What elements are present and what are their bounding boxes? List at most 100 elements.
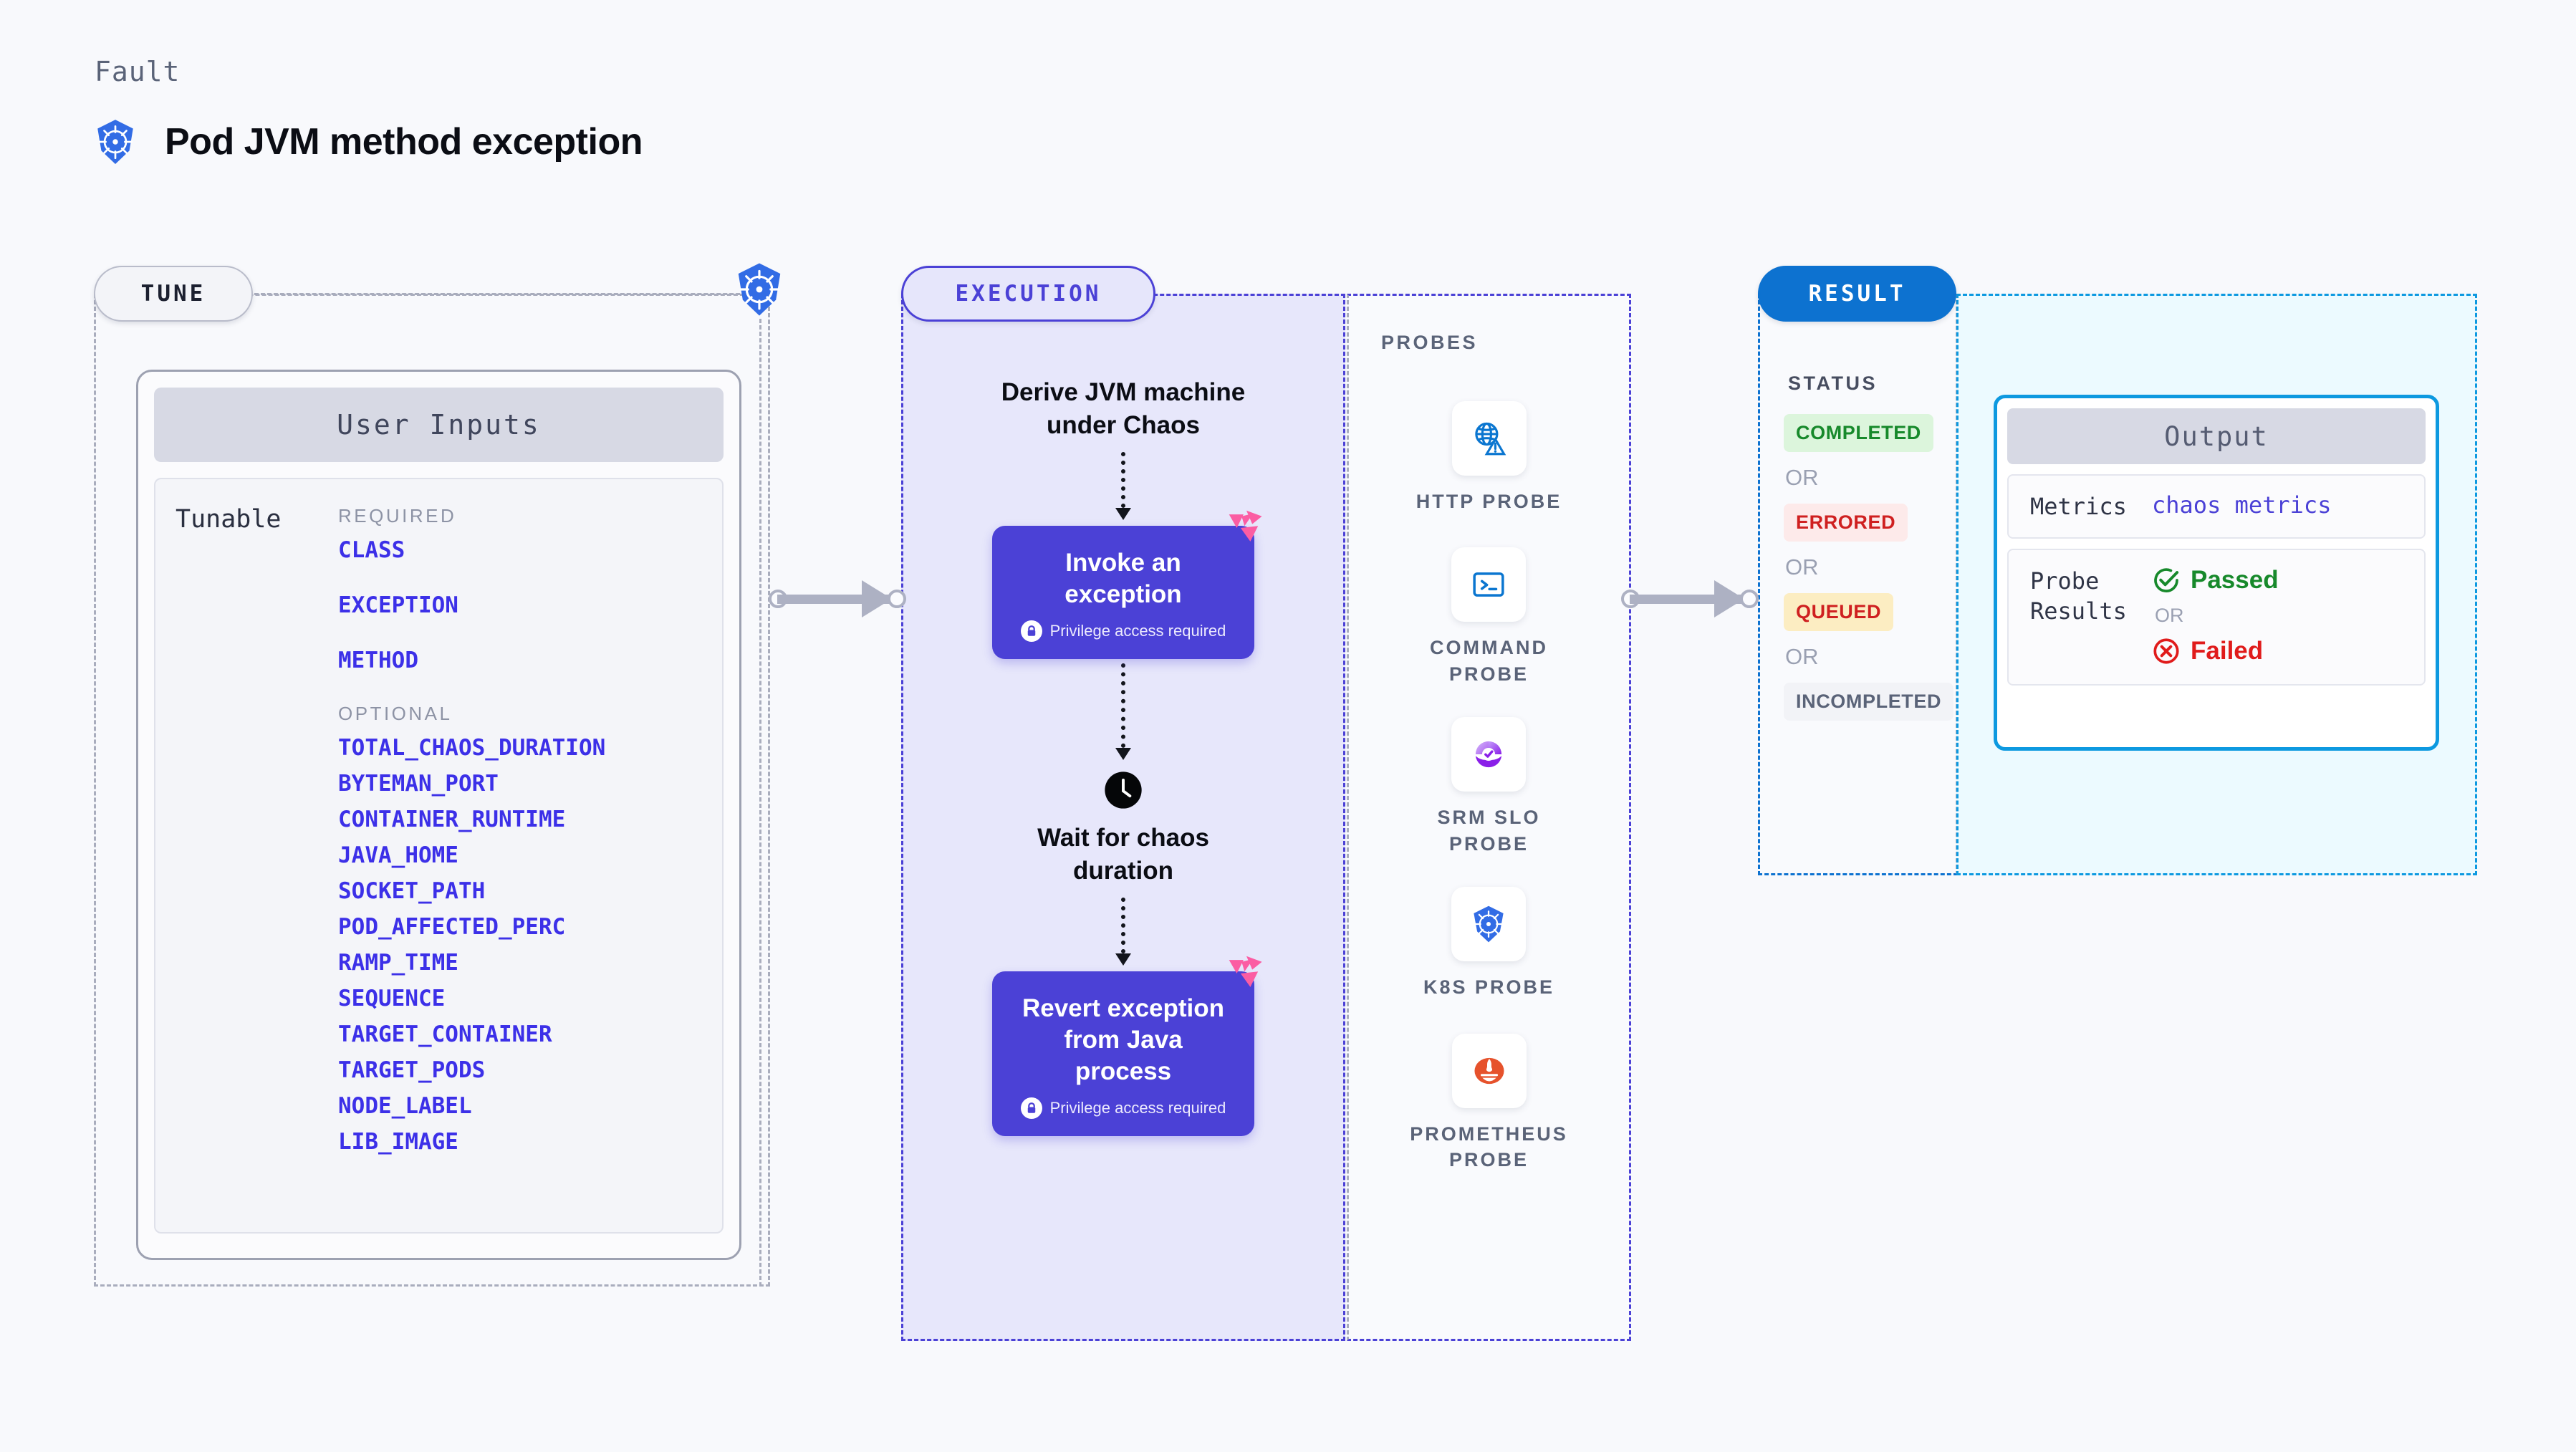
status-or: OR — [1785, 644, 1819, 669]
flow-dotted-line — [1121, 898, 1125, 954]
probe-tile[interactable] — [1451, 717, 1527, 792]
status-or: OR — [1785, 554, 1819, 580]
param-ramp-time[interactable]: RAMP_TIME — [338, 950, 458, 976]
clock-icon — [1105, 771, 1142, 809]
exec-card-subtitle: Privilege access required — [1017, 620, 1230, 642]
output-row-probe-results: Probe Results Passed OR Faile — [2007, 549, 2426, 686]
exec-step-derive-jvm: Derive JVM machine under Chaos — [1001, 378, 1246, 440]
flow-arrowhead — [1115, 953, 1131, 966]
lock-icon — [1020, 620, 1042, 642]
globe-warning-icon — [1474, 422, 1506, 456]
param-exception[interactable]: EXCEPTION — [338, 592, 458, 618]
user-inputs-card: User Inputs Tunable REQUIRED CLASS EXCEP… — [136, 370, 741, 1260]
flow-arrow-tune-to-execution — [769, 580, 906, 617]
user-inputs-body: Tunable REQUIRED CLASS EXCEPTION METHOD … — [154, 478, 724, 1234]
probe-item-k8s[interactable]: K8S PROBE — [1423, 887, 1554, 1000]
param-target-container[interactable]: TARGET_CONTAINER — [338, 1021, 552, 1047]
exec-card-title: Revert exception from Java process — [1022, 994, 1225, 1085]
probes-list: HTTP PROBE COMMAND PROBE — [1347, 372, 1631, 1173]
flow-arrowhead — [1115, 747, 1131, 760]
prometheus-icon — [1474, 1057, 1504, 1084]
required-group: REQUIRED CLASS EXCEPTION METHOD — [338, 505, 722, 673]
probe-results-values: Passed OR Failed — [2152, 566, 2424, 665]
fault-kicker: Fault — [95, 56, 181, 87]
check-circle-icon — [2154, 568, 2179, 593]
litmus-icon — [1229, 956, 1262, 988]
probe-tile[interactable] — [1451, 1033, 1527, 1108]
param-node-label[interactable]: NODE_LABEL — [338, 1093, 472, 1119]
param-pod-affected-perc[interactable]: POD_AFFECTED_PERC — [338, 914, 566, 940]
stage-pill-result[interactable]: RESULT — [1758, 266, 1956, 322]
probe-result-failed: Failed — [2152, 637, 2424, 665]
status-list: COMPLETED OR ERRORED OR QUEUED OR INCOMP… — [1784, 414, 1956, 721]
metrics-value[interactable]: chaos metrics — [2152, 491, 2332, 519]
status-badge-incompleted: INCOMPLETED — [1784, 683, 1954, 721]
status-label: STATUS — [1788, 372, 1878, 394]
metrics-label: Metrics — [2030, 493, 2127, 520]
exec-card-invoke-exception[interactable]: Invoke an exception Privilege access req… — [992, 511, 1262, 659]
probe-item-prometheus[interactable]: PROMETHEUS PROBE — [1410, 1033, 1568, 1173]
tune-connector-vertical — [759, 319, 761, 1287]
terminal-icon — [1473, 572, 1505, 597]
stage-pill-execution[interactable]: EXECUTION — [901, 266, 1155, 322]
flow-dotted-line — [1121, 452, 1125, 509]
tunable-label: Tunable — [176, 505, 282, 534]
param-target-pods[interactable]: TARGET_PODS — [338, 1057, 486, 1083]
optional-group: OPTIONAL TOTAL_CHAOS_DURATION BYTEMAN_PO… — [338, 703, 722, 1155]
user-inputs-header: User Inputs — [154, 388, 724, 462]
exec-card-title: Invoke an exception — [1064, 549, 1182, 609]
status-or: OR — [1785, 465, 1819, 490]
probe-results-label: Probe Results — [2030, 567, 2127, 625]
exec-card-sub-text: Privilege access required — [1049, 1098, 1226, 1117]
param-container-runtime[interactable]: CONTAINER_RUNTIME — [338, 807, 566, 832]
param-java-home[interactable]: JAVA_HOME — [338, 842, 458, 868]
param-socket-path[interactable]: SOCKET_PATH — [338, 878, 486, 904]
probe-name: K8S PROBE — [1423, 976, 1555, 999]
exec-step-wait-for-chaos: Wait for chaos duration — [1037, 823, 1209, 885]
flow-dotted-line — [1121, 663, 1125, 748]
probe-result-or: OR — [2155, 605, 2184, 627]
failed-label: Failed — [2191, 637, 2264, 665]
param-method[interactable]: METHOD — [338, 648, 418, 673]
srm-slo-gauge-icon — [1476, 741, 1502, 768]
stage-pill-tune[interactable]: TUNE — [94, 266, 253, 322]
exec-card-subtitle: Privilege access required — [1017, 1097, 1230, 1119]
param-lib-image[interactable]: LIB_IMAGE — [338, 1129, 458, 1155]
probe-item-command[interactable]: COMMAND PROBE — [1430, 547, 1548, 687]
execution-flow: Derive JVM machine under Chaos Invoke an… — [901, 294, 1345, 1341]
probes-label: PROBES — [1381, 332, 1479, 353]
kubernetes-icon — [738, 263, 781, 316]
probe-tile[interactable] — [1451, 887, 1527, 962]
required-group-label: REQUIRED — [338, 505, 457, 527]
param-class[interactable]: CLASS — [338, 537, 405, 563]
exec-card-sub-text: Privilege access required — [1049, 621, 1226, 640]
status-badge-errored: ERRORED — [1784, 504, 1908, 542]
probe-result-passed: Passed — [2152, 566, 2424, 595]
tune-connector-horizontal — [254, 293, 759, 295]
exec-card-revert-exception[interactable]: Revert exception from Java process Privi… — [992, 956, 1262, 1136]
param-total-chaos-duration[interactable]: TOTAL_CHAOS_DURATION — [338, 735, 606, 761]
probe-tile[interactable] — [1451, 401, 1527, 476]
probe-name: HTTP PROBE — [1416, 491, 1562, 512]
flow-arrowhead — [1115, 508, 1131, 521]
output-header: Output — [2007, 408, 2426, 464]
connector-dot — [888, 590, 906, 608]
flow-arrow-execution-to-result — [1621, 580, 1759, 617]
probe-name: COMMAND PROBE — [1430, 637, 1548, 685]
output-row-metrics: Metrics chaos metrics — [2007, 474, 2426, 539]
connector-dot — [1740, 590, 1759, 608]
probe-item-srm-slo[interactable]: SRM SLO PROBE — [1437, 717, 1540, 857]
probe-tile[interactable] — [1451, 547, 1527, 622]
arrow-head — [862, 580, 892, 617]
probe-name: SRM SLO PROBE — [1437, 807, 1541, 855]
kubernetes-icon — [97, 120, 133, 164]
param-byteman-port[interactable]: BYTEMAN_PORT — [338, 771, 499, 797]
arrow-head — [1714, 580, 1744, 617]
page-title: Pod JVM method exception — [165, 121, 643, 163]
probe-item-http[interactable]: HTTP PROBE — [1416, 401, 1562, 514]
param-sequence[interactable]: SEQUENCE — [338, 986, 446, 1011]
passed-label: Passed — [2191, 566, 2279, 595]
optional-group-label: OPTIONAL — [338, 703, 453, 724]
x-circle-icon — [2153, 638, 2179, 664]
